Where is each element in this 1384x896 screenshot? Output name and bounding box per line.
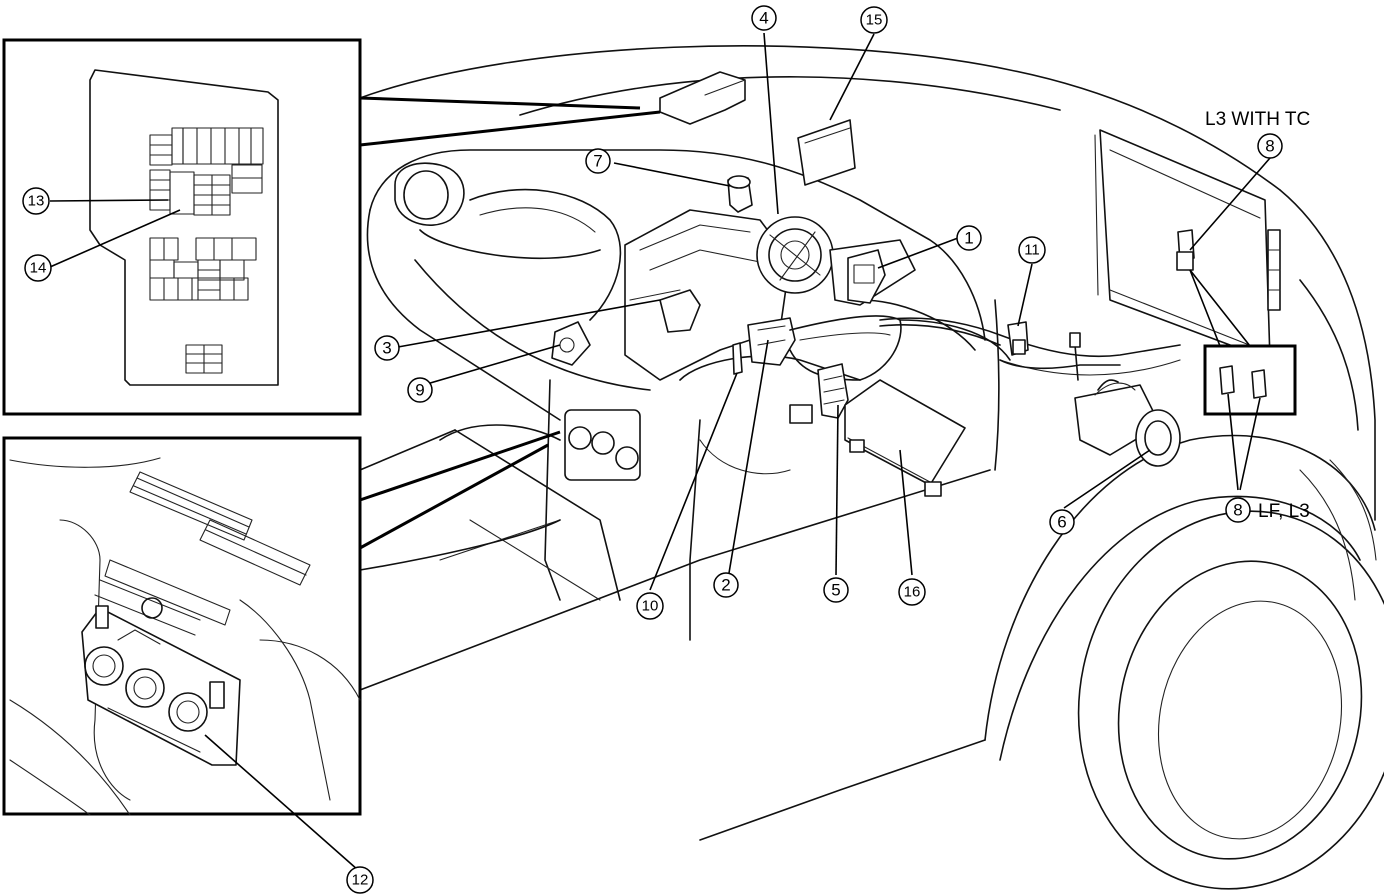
note-l3-with-tc: L3 WITH TC <box>1205 109 1310 130</box>
callout-11: 11 <box>1018 236 1046 264</box>
fuse-block-outline <box>89 69 279 386</box>
engine-bay <box>879 129 1297 467</box>
callout-10: 10 <box>636 592 664 620</box>
callout-5-label: 5 <box>831 581 840 600</box>
callout-14: 14 <box>24 254 52 282</box>
callout-16-label: 16 <box>904 584 921 601</box>
leader-lines <box>397 32 1271 591</box>
hvac-unit <box>551 71 966 497</box>
ambient-sensor-9 <box>551 321 591 366</box>
callout-8-bottom-label: 8 <box>1233 501 1242 520</box>
callout-8-top-label: 8 <box>1265 137 1274 156</box>
callout-6: 6 <box>1049 509 1075 535</box>
callout-14-label: 14 <box>30 260 47 277</box>
vehicle-body-outline <box>359 45 1384 890</box>
callout-2-label: 2 <box>721 576 730 595</box>
callout-11-label: 11 <box>1024 242 1040 259</box>
callout-6-label: 6 <box>1057 513 1066 532</box>
note-lf-l3: LF, L3 <box>1258 501 1310 522</box>
callout-9: 9 <box>407 377 433 403</box>
connector-5 <box>789 404 813 424</box>
callout-4: 4 <box>751 5 777 31</box>
callout-10-label: 10 <box>642 598 659 615</box>
callout-15: 15 <box>860 6 888 34</box>
callout-7-label: 7 <box>593 152 602 171</box>
callout-1: 1 <box>956 225 982 251</box>
air-mix-actuator-3 <box>659 289 701 333</box>
pressure-switch-detail-box <box>1203 344 1297 416</box>
callout-13: 13 <box>22 187 50 215</box>
callouts: 1 2 3 4 5 6 7 8 8 9 10 11 12 13 14 15 16 <box>22 5 1283 894</box>
inset-fuse-block <box>2 38 661 416</box>
callout-4-label: 4 <box>759 9 768 28</box>
callout-3: 3 <box>374 335 400 361</box>
callout-8-bottom: 8 <box>1225 497 1251 523</box>
callout-5: 5 <box>823 577 849 603</box>
callout-12: 12 <box>346 866 374 894</box>
fuse-grid-lower <box>149 237 257 374</box>
inset-climate-panel <box>2 430 561 871</box>
intake-actuator <box>847 249 886 304</box>
callout-8-top: 8 <box>1257 133 1283 159</box>
callout-9-label: 9 <box>415 381 424 400</box>
callout-1-label: 1 <box>964 229 973 248</box>
module-16 <box>844 379 966 486</box>
fuse-block-location <box>659 71 746 125</box>
callout-15-label: 15 <box>866 12 883 29</box>
callout-3-label: 3 <box>382 339 391 358</box>
fuse-grid-upper <box>149 127 264 216</box>
callout-13-label: 13 <box>28 193 45 210</box>
power-transistor <box>817 363 849 419</box>
climate-control-module <box>797 119 856 186</box>
callout-16: 16 <box>898 578 926 606</box>
callout-2: 2 <box>713 572 739 598</box>
callout-7: 7 <box>585 148 611 174</box>
callout-12-label: 12 <box>352 872 369 889</box>
